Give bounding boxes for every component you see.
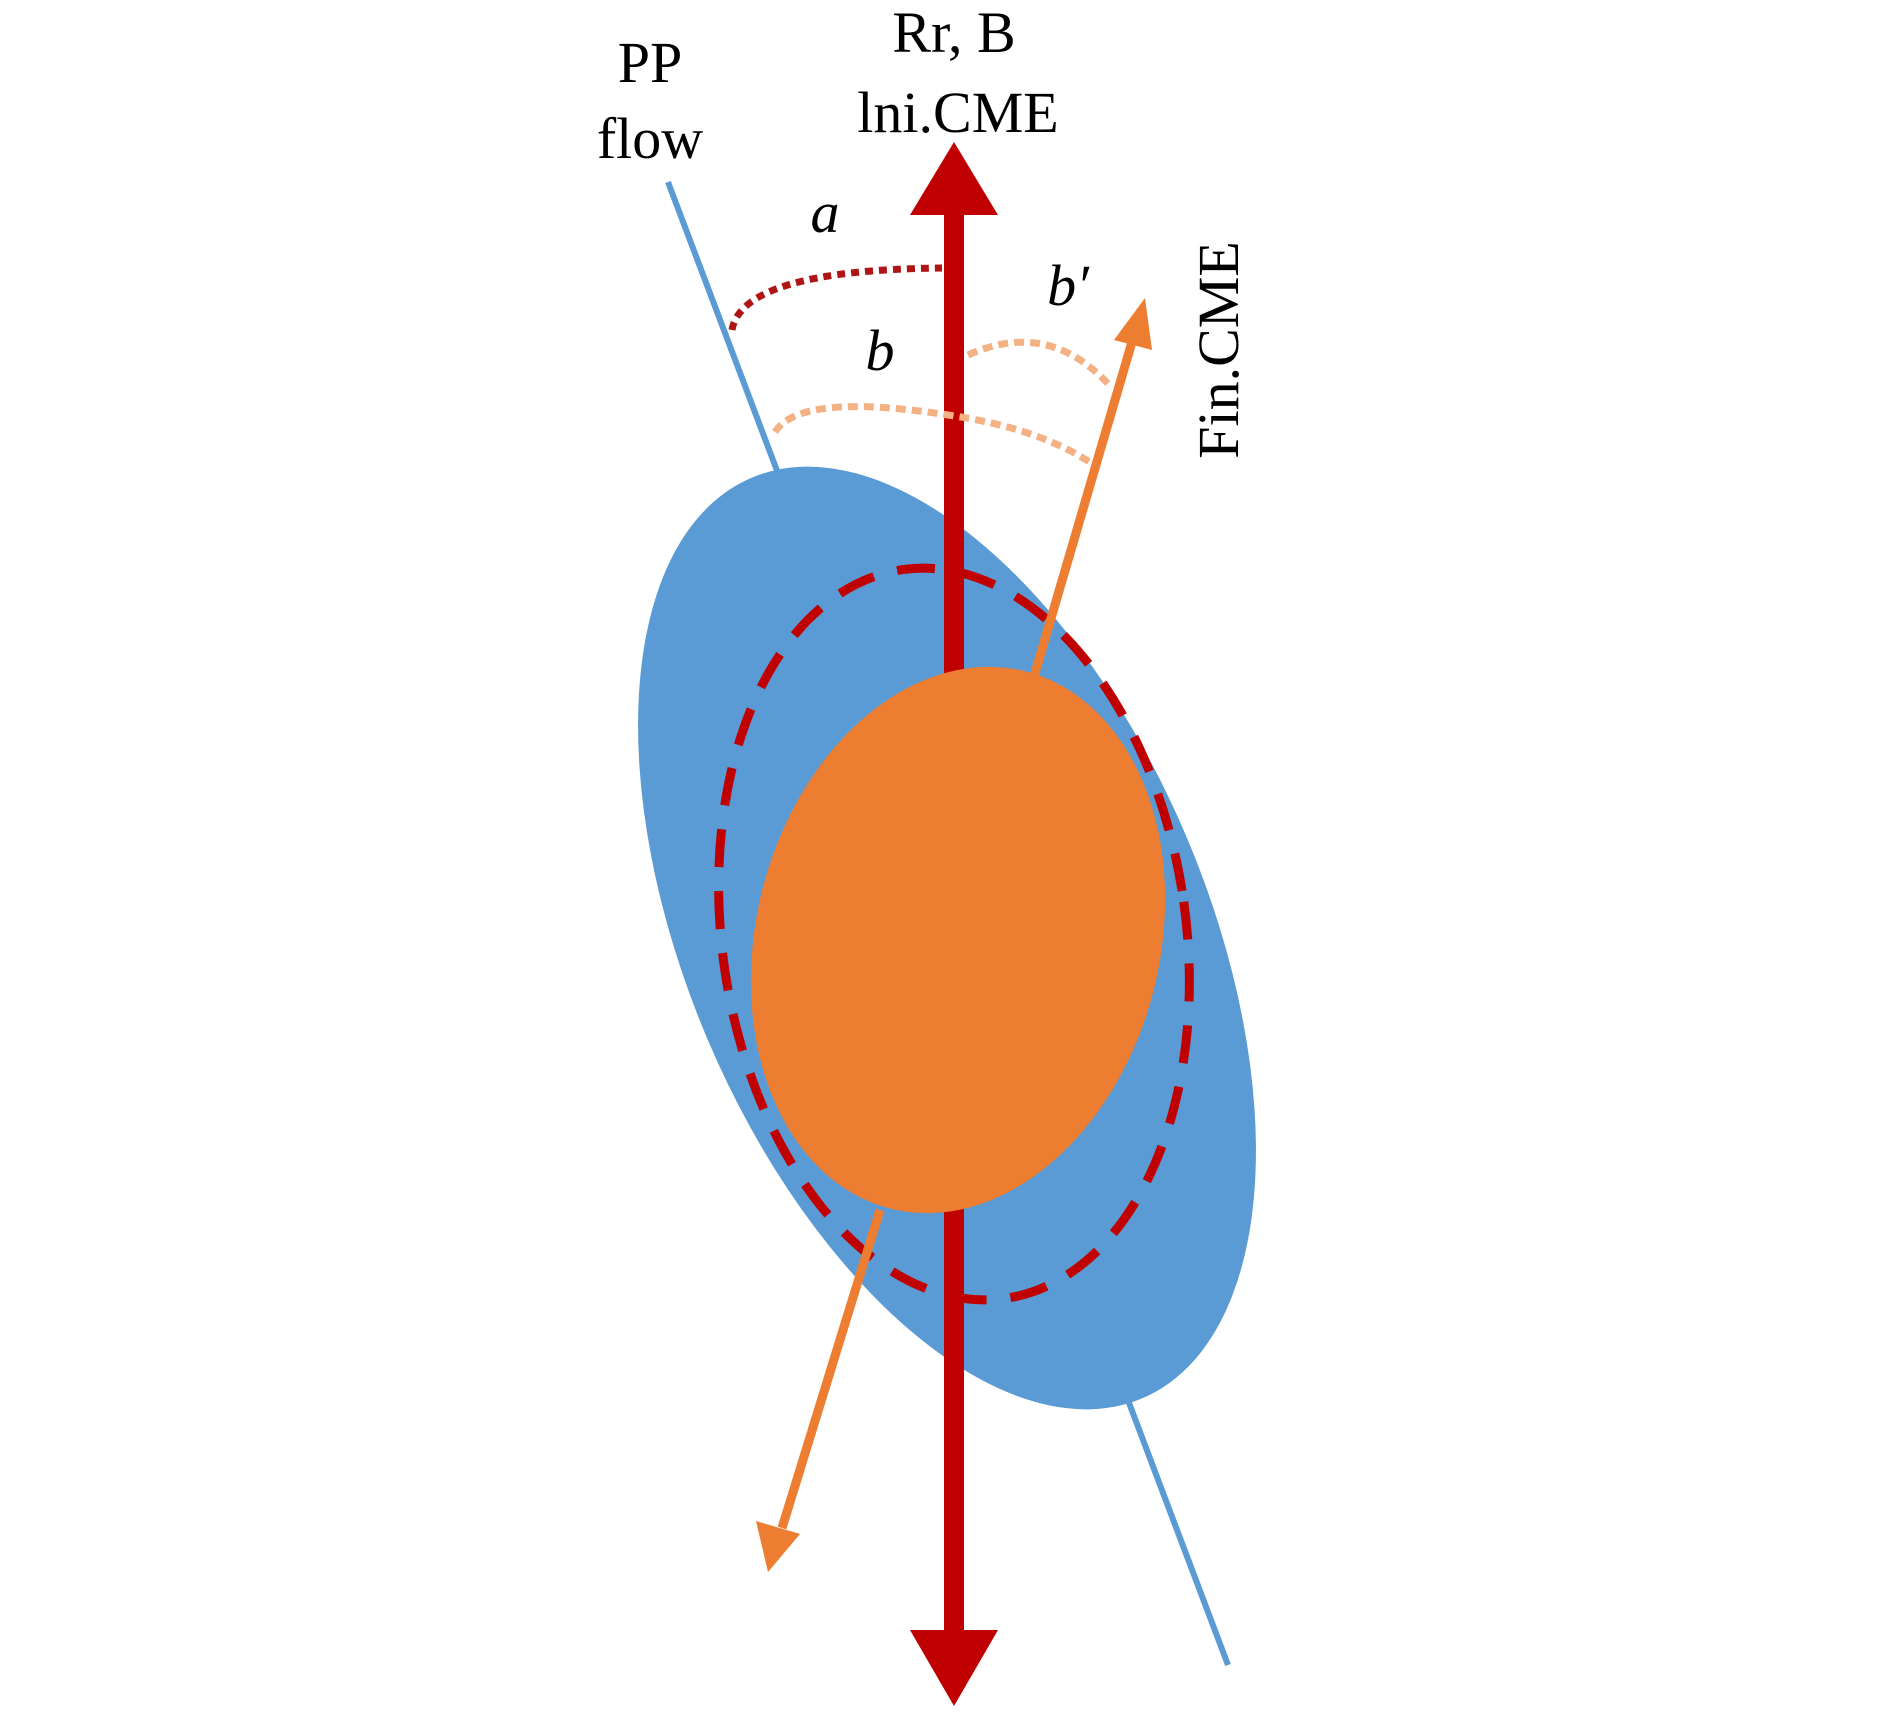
angle-label-b-prime: b′ — [1047, 253, 1090, 318]
fin-cme-arrowhead-top — [1114, 298, 1152, 350]
red-arrowhead-bottom — [910, 1630, 998, 1706]
fin-cme-arrow-lower — [777, 1208, 885, 1530]
angle-label-b: b — [866, 318, 895, 383]
angle-arc-b-prime — [966, 338, 1115, 391]
pp-flow-label-line1: PP — [618, 30, 683, 95]
fin-cme-arrowhead-bottom — [756, 1521, 800, 1572]
fin-cme-arrow-upper — [1025, 340, 1137, 692]
rr-b-label-line1: Rr, B — [892, 0, 1015, 65]
pp-flow-label-line2: flow — [597, 106, 703, 171]
ini-cme-label: lni.CME — [857, 80, 1058, 145]
orange-ellipse — [750, 666, 1166, 1214]
angle-label-a: a — [811, 180, 840, 245]
angle-arc-b — [772, 403, 1096, 468]
angle-arc-a — [728, 264, 943, 331]
dashed-red-circle — [714, 563, 1194, 1305]
fin-cme-label: Fin.CME — [1186, 241, 1251, 459]
red-arrowhead-top — [910, 142, 998, 215]
